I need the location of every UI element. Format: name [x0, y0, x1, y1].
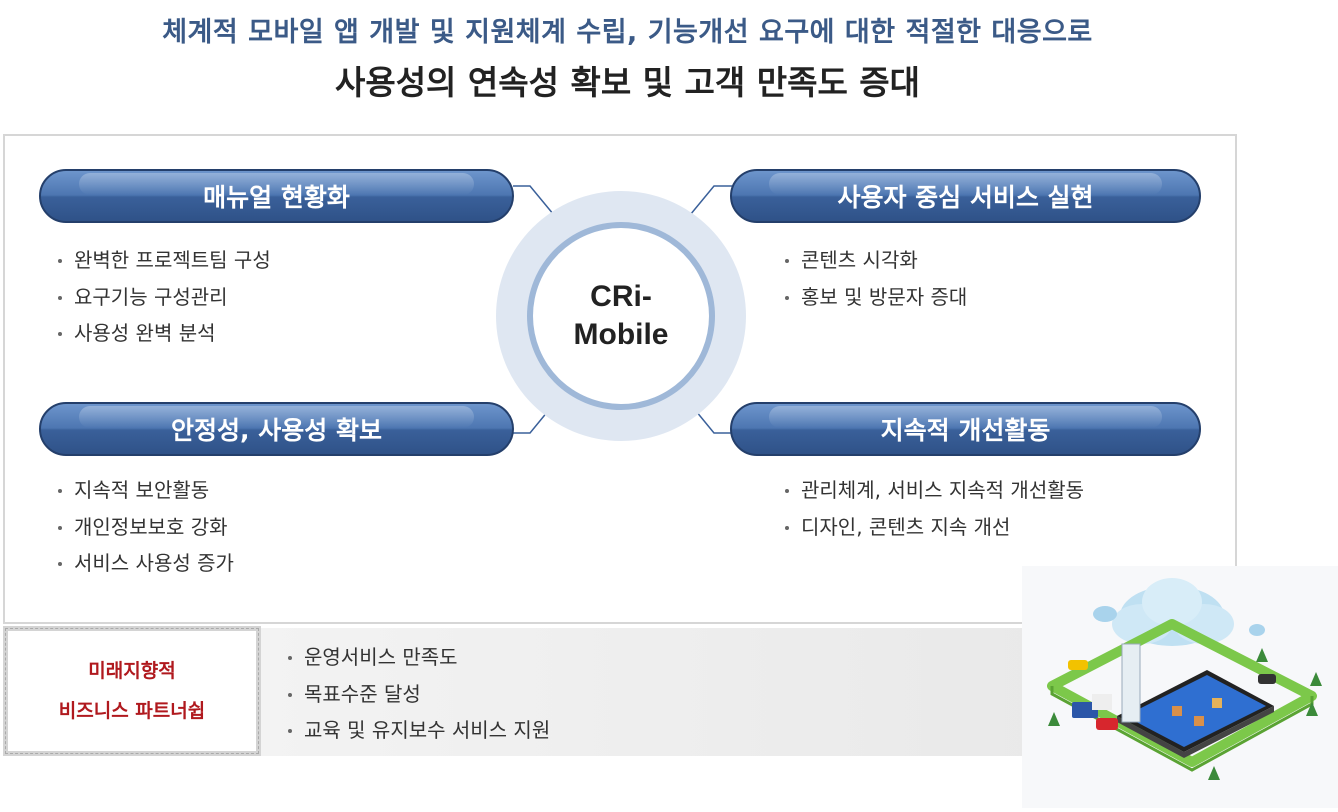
quadrant-list-top-left: 완벽한 프로젝트팀 구성 요구기능 구성관리 사용성 완벽 분석 — [58, 242, 271, 352]
list-item: 개인정보보호 강화 — [58, 509, 234, 546]
quadrant-title-bottom-left: 안정성, 사용성 확보 — [39, 402, 514, 456]
partner-label-line1: 미래지향적 — [88, 660, 176, 682]
phone-icon — [1117, 670, 1274, 758]
tree-icon — [1048, 648, 1322, 780]
list-item: 관리체계, 서비스 지속적 개선활동 — [785, 472, 1084, 509]
center-label: CRi- Mobile — [533, 228, 709, 404]
quadrant-title-bottom-right: 지속적 개선활동 — [730, 402, 1201, 456]
quadrant-list-bottom-right: 관리체계, 서비스 지속적 개선활동 디자인, 콘텐츠 지속 개선 — [785, 472, 1084, 545]
truck-icon — [1072, 694, 1112, 718]
center-label-line2: Mobile — [573, 318, 669, 351]
header-title: 사용성의 연속성 확보 및 고객 만족도 증대 — [334, 63, 921, 102]
list-item: 완벽한 프로젝트팀 구성 — [58, 242, 271, 279]
quadrant-title-top-right: 사용자 중심 서비스 실현 — [730, 169, 1201, 223]
partner-benefits-band — [261, 628, 1041, 756]
cloud-icon — [1112, 578, 1234, 646]
header-subtitle: 체계적 모바일 앱 개발 및 지원체계 수립, 기능개선 요구에 대한 적절한 … — [162, 17, 1093, 48]
list-item: 서비스 사용성 증가 — [58, 545, 234, 582]
list-item: 콘텐츠 시각화 — [785, 242, 967, 279]
quadrant-list-bottom-left: 지속적 보안활동 개인정보보호 강화 서비스 사용성 증가 — [58, 472, 234, 582]
list-item: 디자인, 콘텐츠 지속 개선 — [785, 509, 1084, 546]
partner-benefits-list: 운영서비스 만족도 목표수준 달성 교육 및 유지보수 서비스 지원 — [288, 639, 550, 749]
center-label-line1: CRi- — [590, 280, 652, 313]
list-item: 사용성 완벽 분석 — [58, 315, 271, 352]
quadrant-list-top-right: 콘텐츠 시각화 홍보 및 방문자 증대 — [785, 242, 967, 315]
list-item: 홍보 및 방문자 증대 — [785, 279, 967, 316]
list-item: 요구기능 구성관리 — [58, 279, 271, 316]
mobile-city-illustration — [1022, 566, 1338, 808]
list-item: 지속적 보안활동 — [58, 472, 234, 509]
isometric-phone-illustration — [1047, 578, 1322, 780]
partner-label-line2: 비즈니스 파트너쉽 — [58, 700, 206, 722]
list-item: 교육 및 유지보수 서비스 지원 — [288, 712, 550, 749]
list-item: 운영서비스 만족도 — [288, 639, 550, 676]
car-icon — [1068, 660, 1088, 670]
partner-box: 미래지향적 비즈니스 파트너쉽 — [3, 626, 261, 756]
car-icon — [1096, 718, 1118, 730]
quadrant-title-top-left: 매뉴얼 현황화 — [39, 169, 514, 223]
list-item: 목표수준 달성 — [288, 676, 550, 713]
car-icon — [1258, 674, 1276, 684]
